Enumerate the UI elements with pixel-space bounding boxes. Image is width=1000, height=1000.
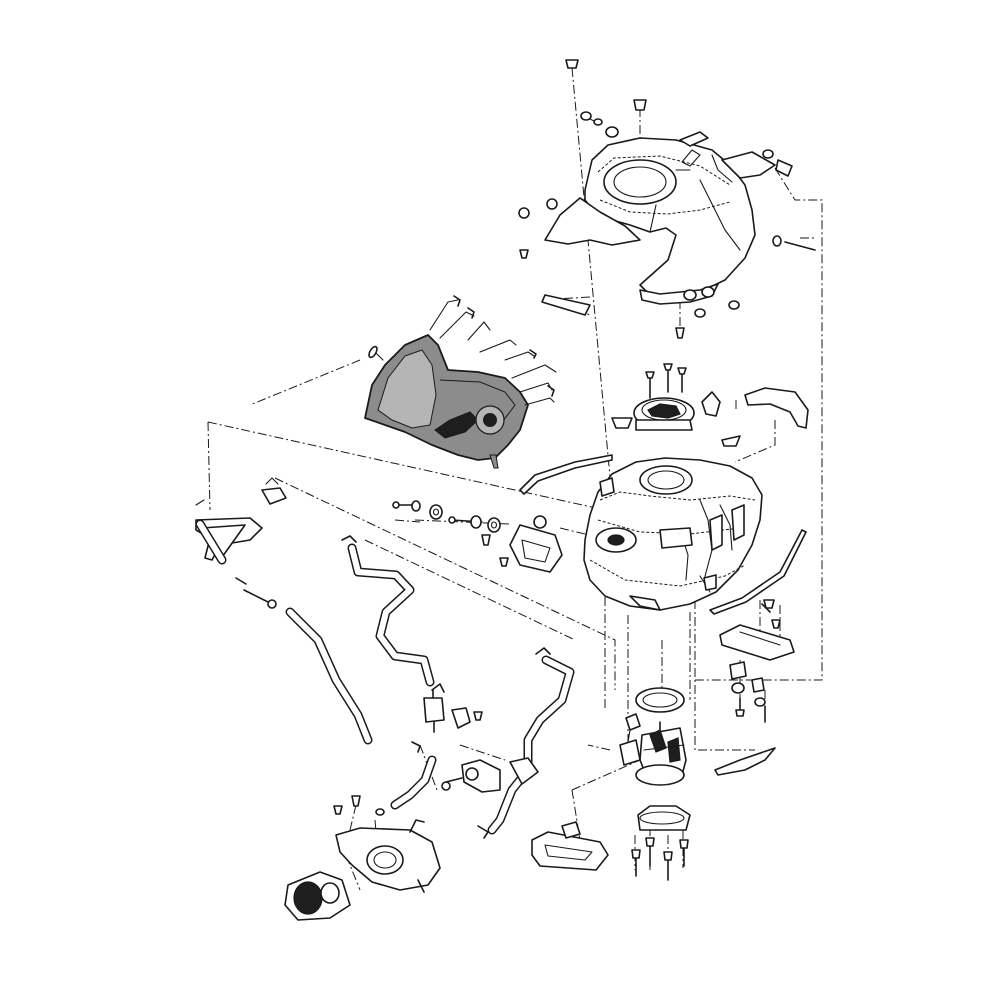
- rear-tank-bracket: [719, 599, 795, 723]
- pump-fasteners: [631, 837, 689, 881]
- hoses: [285, 535, 575, 839]
- fuel-filter: [423, 689, 483, 733]
- breather-pipe-left: [195, 477, 287, 609]
- evap-canister: [284, 795, 441, 921]
- tank-side-cover: [364, 334, 529, 469]
- fuel-filler-cap: [611, 363, 721, 431]
- tank-trim-pieces: [519, 387, 809, 776]
- valve-bracket: [441, 757, 539, 793]
- side-cover-fasteners: [429, 295, 557, 406]
- cover-fasteners: [518, 59, 816, 339]
- fuel-tank: [583, 457, 763, 611]
- tank-mount-hardware: [392, 500, 563, 573]
- upper-tank-cover: [544, 131, 776, 305]
- fuel-pump: [619, 687, 691, 831]
- hose-guide-bracket: [531, 821, 609, 871]
